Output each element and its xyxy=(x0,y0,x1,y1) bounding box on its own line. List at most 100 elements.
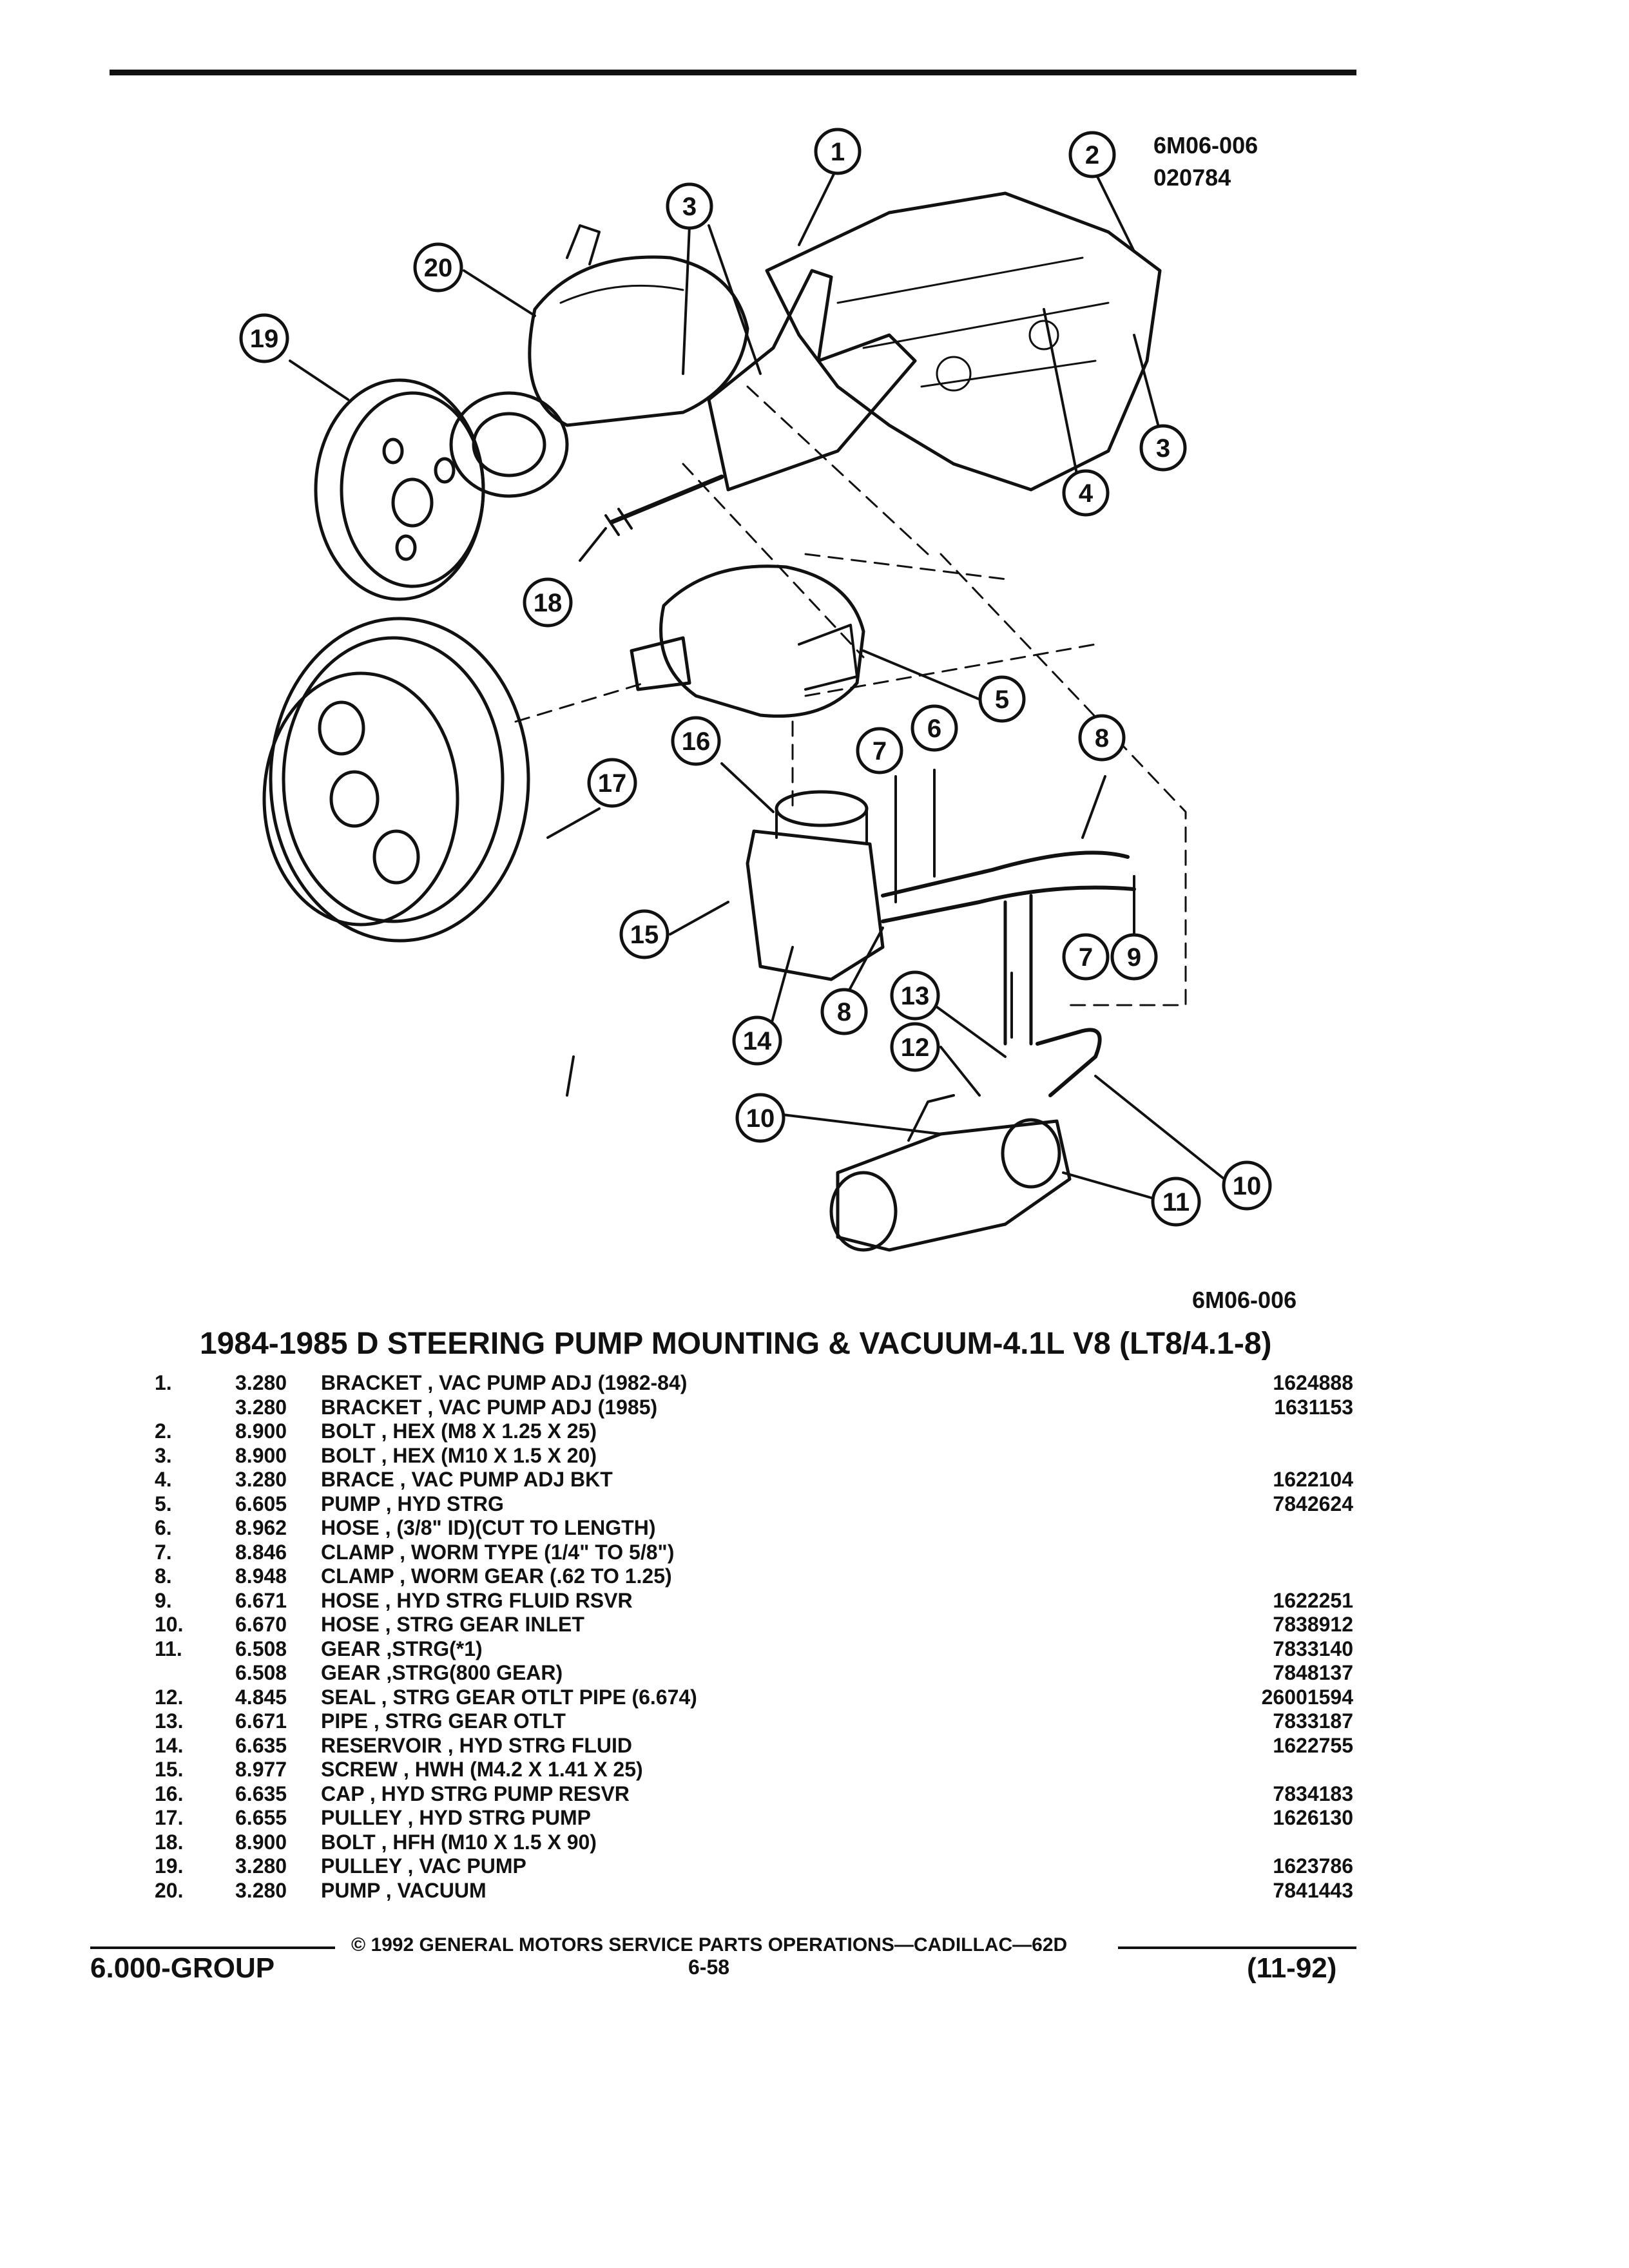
callout-15: 15 xyxy=(619,909,670,959)
svg-text:20: 20 xyxy=(424,254,453,282)
part-number: 1623786 xyxy=(1273,1854,1353,1878)
part-description: SCREW , HWH (M4.2 X 1.41 X 25) xyxy=(321,1758,643,1781)
part-number-index: 9. xyxy=(155,1588,172,1612)
svg-text:3: 3 xyxy=(682,193,697,221)
part-number-index: 3. xyxy=(155,1443,172,1467)
fluid-reservoir xyxy=(746,829,885,981)
svg-text:18: 18 xyxy=(534,589,563,617)
exploded-parts-diagram: 1 2 3 3 4 5 6 7 7 8 8 9 10 10 11 12 13 1… xyxy=(239,128,1272,1252)
callout-12: 12 xyxy=(890,1022,940,1072)
callout-6: 6 xyxy=(911,704,958,752)
callout-3b: 3 xyxy=(1139,424,1187,472)
copyright-notice: © 1992 GENERAL MOTORS SERVICE PARTS OPER… xyxy=(351,1934,1068,1956)
group-number: 8.948 xyxy=(235,1564,287,1588)
steering-gear xyxy=(836,1119,1072,1252)
part-number-index: 8. xyxy=(155,1564,172,1588)
part-description: PUMP , HYD STRG xyxy=(321,1492,504,1515)
part-description: CLAMP , WORM GEAR (.62 TO 1.25) xyxy=(321,1564,672,1588)
group-number: 6.635 xyxy=(235,1782,287,1805)
part-description: HOSE , STRG GEAR INLET xyxy=(321,1613,584,1636)
figure-caption-code: 6M06-006 xyxy=(1192,1287,1297,1313)
callout-20: 20 xyxy=(413,242,463,293)
part-number-index: 4. xyxy=(155,1468,172,1491)
page-number: 6-58 xyxy=(688,1956,730,1979)
part-description: BRACE , VAC PUMP ADJ BKT xyxy=(321,1468,613,1491)
callout-5: 5 xyxy=(978,675,1026,723)
part-number: 7842624 xyxy=(1273,1492,1353,1515)
part-description: PIPE , STRG GEAR OTLT xyxy=(321,1709,566,1733)
group-number: 8.900 xyxy=(235,1830,287,1854)
part-description: PULLEY , HYD STRG PUMP xyxy=(321,1806,592,1829)
callout-10a: 10 xyxy=(735,1093,786,1143)
part-description: PUMP , VACUUM xyxy=(321,1878,487,1902)
part-number: 1622104 xyxy=(1273,1468,1353,1491)
group-number: 6.508 xyxy=(235,1661,287,1684)
callout-8a: 8 xyxy=(1078,714,1126,762)
group-number: 3.280 xyxy=(235,1878,287,1902)
part-number-index: 6. xyxy=(155,1516,172,1539)
part-description: RESERVOIR , HYD STRG FLUID xyxy=(321,1733,633,1757)
svg-text:7: 7 xyxy=(1079,943,1093,972)
group-number: 8.962 xyxy=(235,1516,287,1539)
svg-text:9: 9 xyxy=(1127,943,1141,972)
svg-text:14: 14 xyxy=(743,1027,772,1055)
part-number: 1626130 xyxy=(1273,1806,1353,1829)
callout-3a: 3 xyxy=(666,182,713,230)
part-number-index: 14. xyxy=(155,1733,184,1757)
power-steering-pump xyxy=(659,564,865,718)
figure-date-code: 020784 xyxy=(1153,164,1231,191)
part-number-index: 7. xyxy=(155,1540,172,1564)
callout-2: 2 xyxy=(1068,131,1116,178)
group-number: 3.280 xyxy=(235,1468,287,1491)
part-description: GEAR ,STRG(800 GEAR) xyxy=(321,1661,563,1684)
part-description: HOSE , HYD STRG FLUID RSVR xyxy=(321,1588,633,1612)
callout-19: 19 xyxy=(239,313,289,363)
parts-row: 8. 8.948 CLAMP , WORM GEAR (.62 TO 1.25) xyxy=(148,1564,1360,1589)
part-number-index: 12. xyxy=(155,1685,184,1709)
part-number-index: 19. xyxy=(155,1854,184,1878)
callout-18: 18 xyxy=(523,577,573,628)
vac-pump-bracket xyxy=(707,269,917,492)
group-number: 6.671 xyxy=(235,1588,287,1612)
group-number: 6.635 xyxy=(235,1733,287,1757)
part-number-index: 20. xyxy=(155,1878,184,1902)
group-number: 8.900 xyxy=(235,1419,287,1443)
part-number-index: 11. xyxy=(155,1637,182,1660)
part-description: CAP , HYD STRG PUMP RESVR xyxy=(321,1782,630,1805)
group-number: 6.508 xyxy=(235,1637,287,1660)
part-number: 1631153 xyxy=(1274,1395,1353,1419)
svg-text:11: 11 xyxy=(1162,1188,1190,1216)
revision-date: (11-92) xyxy=(1247,1952,1337,1984)
callout-17: 17 xyxy=(587,758,637,808)
part-number-index: 16. xyxy=(155,1782,184,1805)
part-number-index: 13. xyxy=(155,1709,184,1733)
top-rule xyxy=(110,70,1356,75)
svg-text:12: 12 xyxy=(901,1033,930,1062)
svg-text:4: 4 xyxy=(1079,479,1094,508)
group-number: 4.845 xyxy=(235,1685,287,1709)
part-number: 1622755 xyxy=(1273,1733,1353,1757)
group-number: 3.280 xyxy=(235,1854,287,1878)
group-number: 8.900 xyxy=(235,1443,287,1467)
group-number: 3.280 xyxy=(235,1371,287,1394)
group-number: 8.846 xyxy=(235,1540,287,1564)
callout-13: 13 xyxy=(890,970,940,1021)
part-description: BOLT , HFH (M10 X 1.5 X 90) xyxy=(321,1830,597,1854)
part-description: BOLT , HEX (M8 X 1.25 X 25) xyxy=(321,1419,597,1443)
callout-4: 4 xyxy=(1062,469,1110,517)
footer-rule-right xyxy=(1118,1946,1356,1949)
